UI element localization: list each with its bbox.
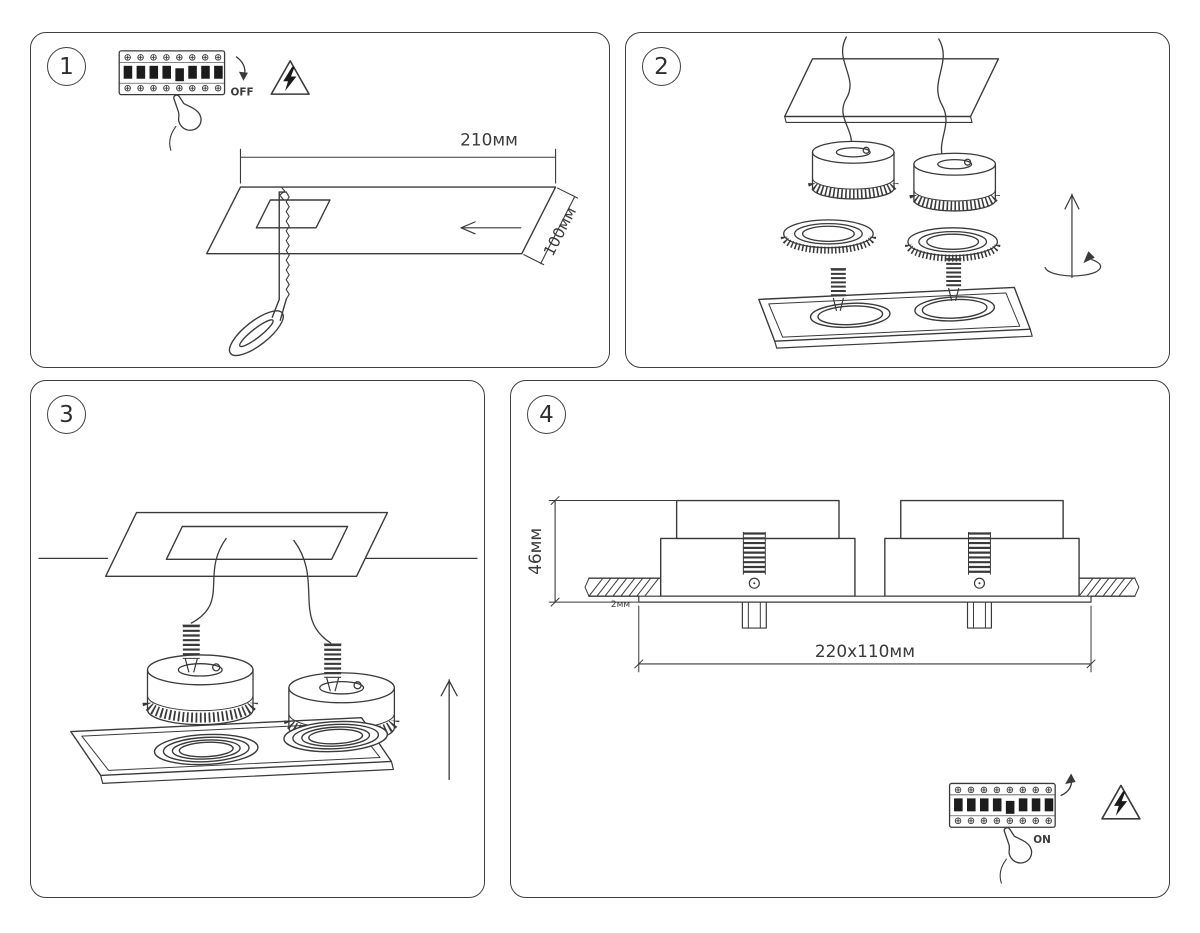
cutout-hole [165, 525, 349, 561]
breaker-on-label: ON [1033, 834, 1051, 846]
ceiling-hatch-left [588, 577, 660, 597]
step-2-panel: 2 [625, 32, 1170, 368]
direction-arrow-left [460, 221, 522, 235]
lamp-body-right [914, 153, 996, 211]
circuit-breaker-off-icon [119, 51, 224, 150]
dimension-46mm-label: 46мм [525, 528, 545, 575]
ceiling-panel [104, 511, 389, 577]
dimension-2mm-label: 2мм [611, 600, 630, 610]
high-voltage-warning-icon [270, 60, 310, 95]
supply-wires [190, 537, 332, 644]
gimbal-opening-right [283, 720, 389, 753]
mounting-frame [758, 259, 1033, 349]
fixture-section [638, 499, 1092, 629]
breaker-off-label: OFF [231, 87, 254, 99]
step-4-panel: 46мм 2мм 220x110мм ON 4 [510, 380, 1170, 898]
step-2-illustration [758, 36, 1102, 349]
gimbal-opening-left [153, 733, 259, 766]
ceiling-hatch-right [1078, 577, 1134, 597]
ceiling-panel [205, 186, 557, 255]
lamp-body-left [813, 141, 895, 199]
step-1-illustration: OFF 210мм [31, 33, 580, 357]
dimension-210mm [239, 148, 557, 184]
ceiling-panel [783, 58, 1000, 124]
cutout-hole [255, 199, 331, 229]
dimension-220x110mm-label: 220x110мм [815, 641, 915, 661]
frame-flange [638, 595, 1092, 603]
dimension-210mm-label: 210мм [460, 129, 518, 149]
dimension-220x110mm [634, 605, 1096, 673]
step-2-number-badge: 2 [642, 47, 681, 86]
high-voltage-warning-icon [1101, 784, 1141, 820]
trim-ring-right [908, 228, 997, 258]
step-3-number-badge: 3 [47, 395, 86, 434]
switch-on-arrow [1060, 773, 1076, 797]
switch-off-arrow [235, 56, 248, 81]
step-4-number-badge: 4 [527, 395, 566, 434]
step-4-illustration: 46мм 2мм 220x110мм ON [525, 496, 1141, 897]
step-3-illustration [38, 511, 478, 784]
mounting-frame [70, 716, 394, 784]
ceiling-section [584, 577, 1140, 597]
step-1-panel: OFF 210мм [30, 32, 610, 368]
up-arrow [440, 679, 458, 781]
step-3-panel: 3 [30, 380, 485, 898]
trim-ring-left [784, 220, 873, 250]
dimension-100mm-label: 100мм [540, 204, 580, 259]
rotate-arrow [1044, 193, 1102, 279]
dimension-100mm [523, 187, 579, 266]
dimension-46mm [548, 496, 677, 607]
supply-wires [841, 36, 947, 165]
keyhole-saw-icon [228, 191, 290, 357]
step-1-number-badge: 1 [47, 47, 86, 86]
lamp-body-left [147, 655, 253, 725]
